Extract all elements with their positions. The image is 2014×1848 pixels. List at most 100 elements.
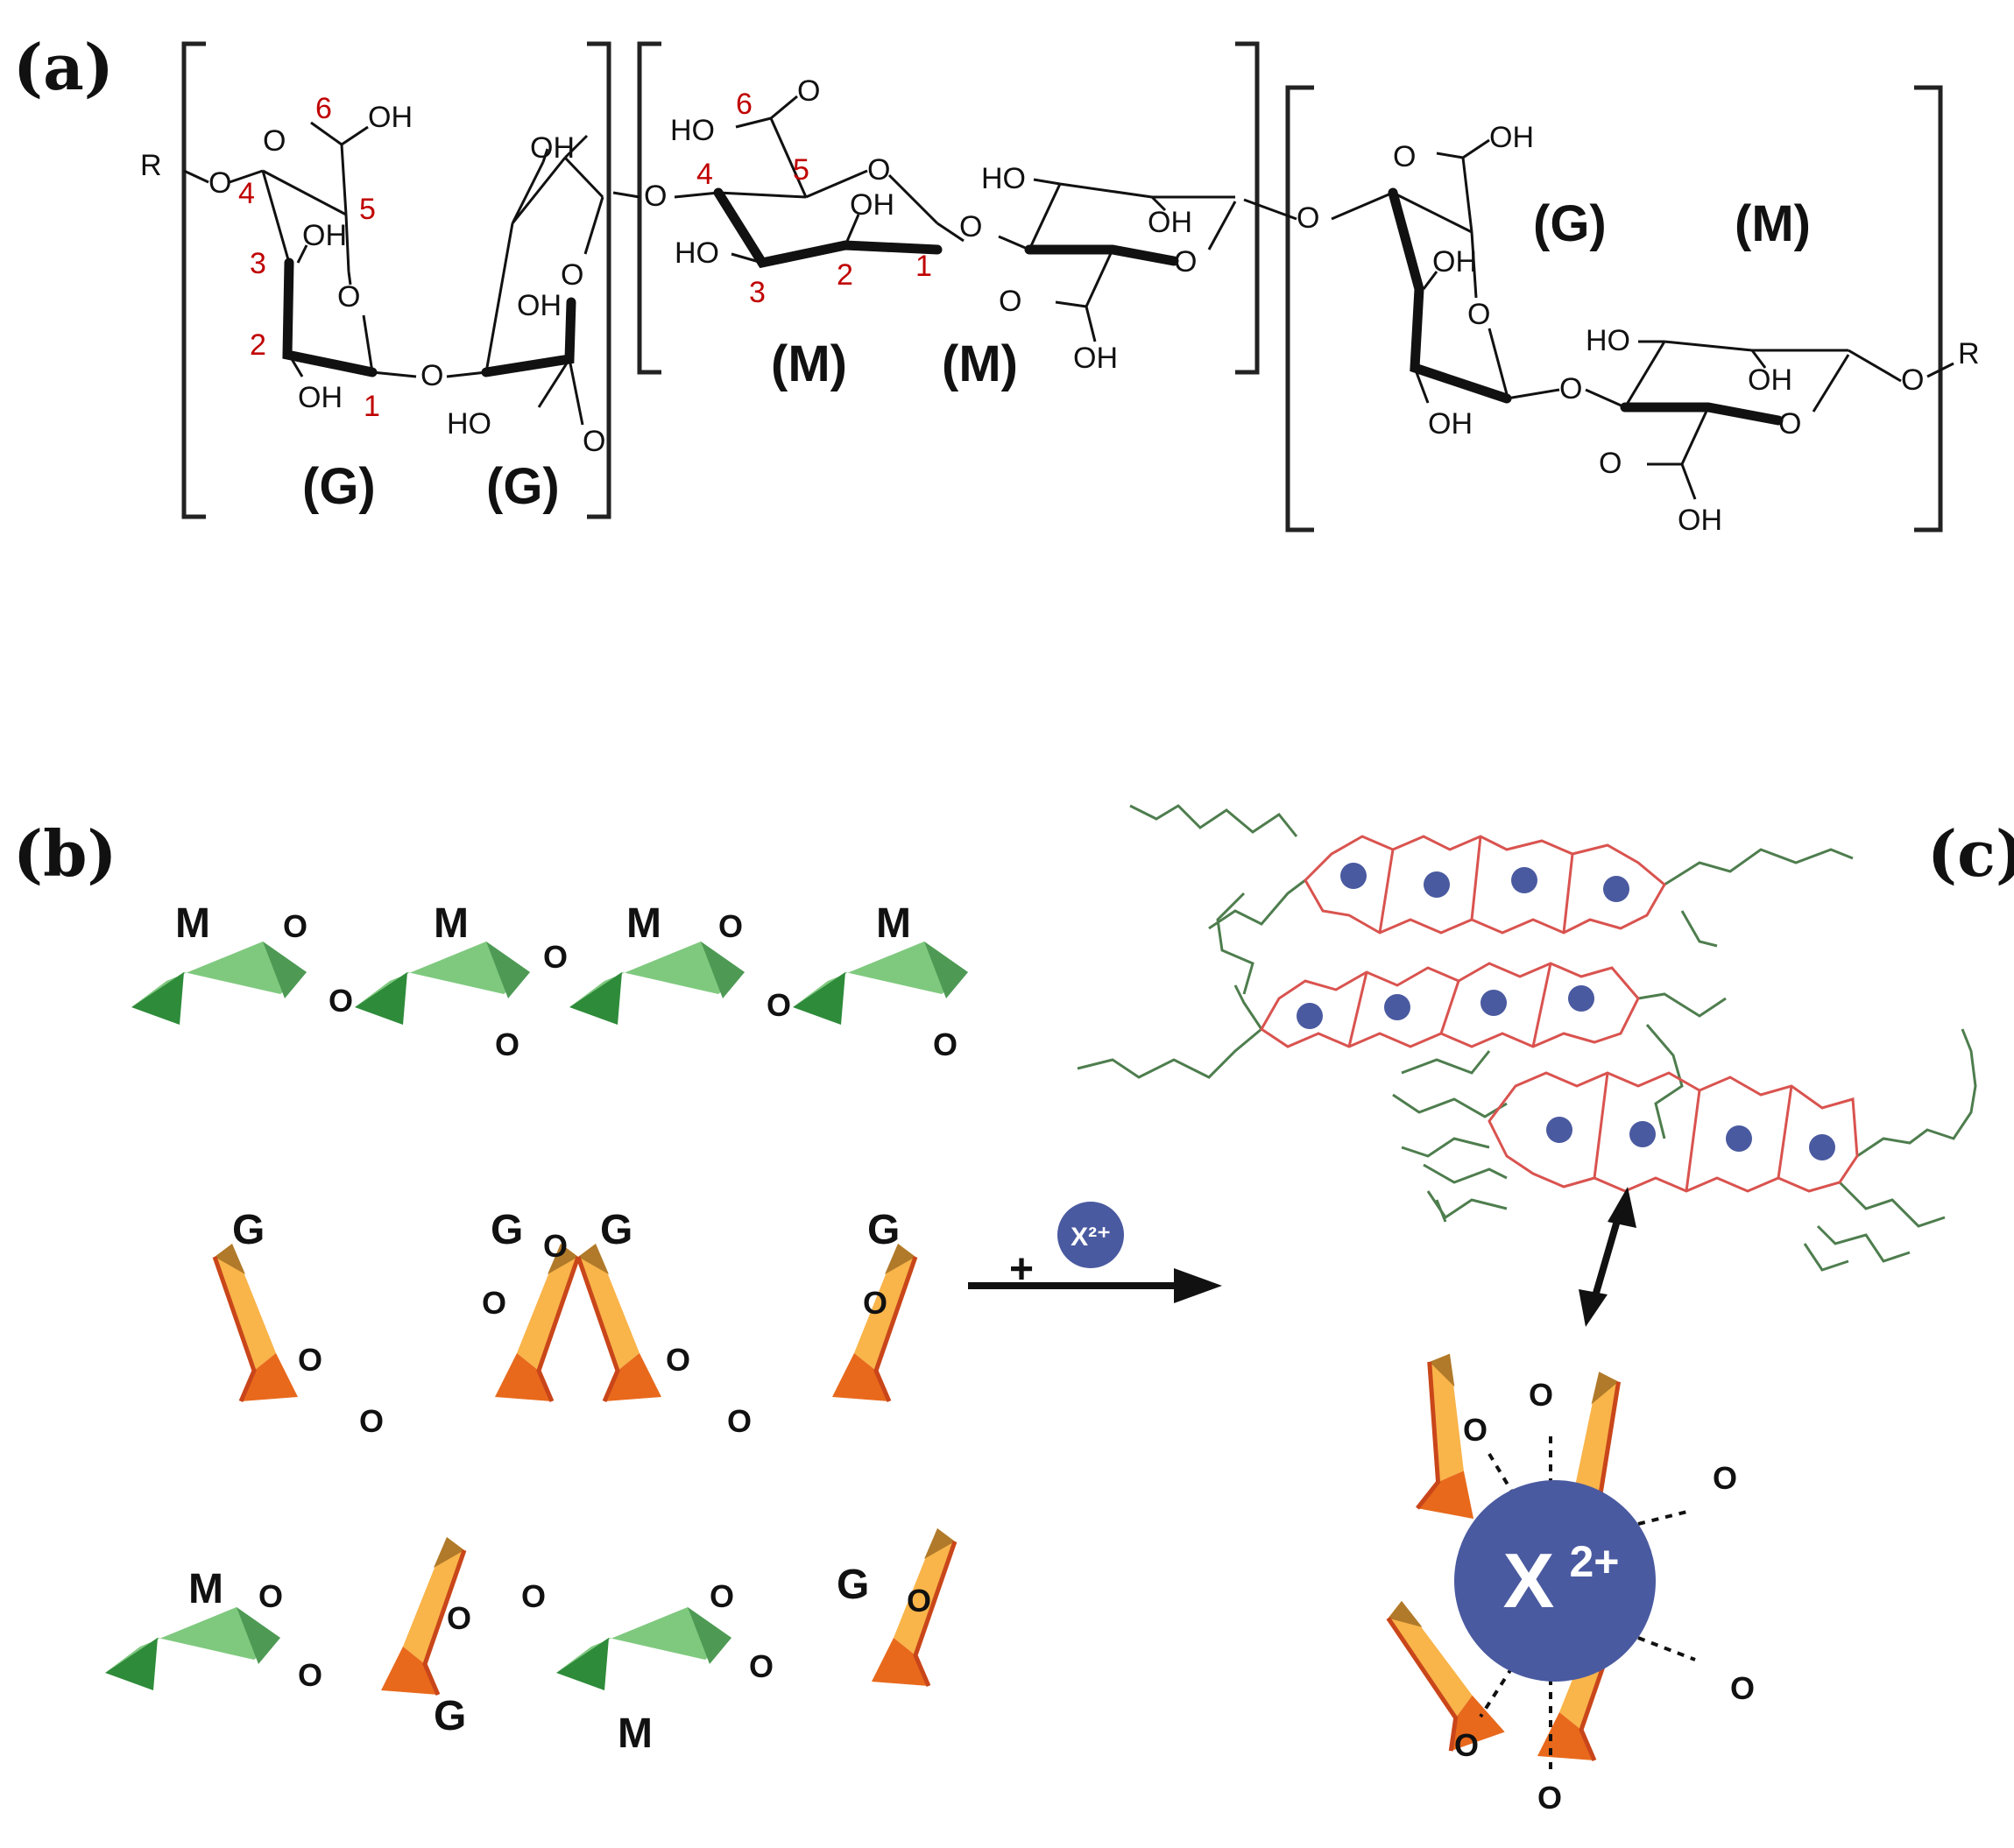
oxygen-label: O	[543, 939, 568, 975]
ion-dot	[1480, 990, 1507, 1016]
oh-label: OH	[1073, 342, 1118, 375]
row2-residue-2: G	[491, 1207, 523, 1253]
oxygen-label: O	[359, 1403, 384, 1439]
bracket-2-right	[1235, 41, 1260, 375]
carbon-number-1: 1	[915, 250, 932, 283]
oxygen-label: O	[329, 983, 353, 1019]
o-label: O	[1778, 407, 1801, 441]
ring-m3: HO OH O O R O OH	[1585, 324, 1980, 537]
ion-symbol-large: X	[1503, 1537, 1555, 1624]
oh-label: OH	[1678, 504, 1722, 537]
oxygen-label: O	[482, 1285, 506, 1321]
row-mgmg: M G M G O O O O O O O	[105, 1528, 955, 1757]
carbon-number-4: 4	[238, 177, 255, 210]
carbon-number-5: 5	[793, 153, 809, 187]
closeup-oxygen-label: O	[1463, 1412, 1488, 1448]
oxygen-label: O	[933, 1026, 958, 1062]
ring-g3: O O OH OH O OH O	[1243, 121, 1582, 441]
oh-label: OH	[298, 381, 343, 414]
ho-label: HO	[981, 162, 1026, 195]
row3-residue-4: G	[837, 1562, 869, 1608]
oxygen-label: O	[298, 1657, 322, 1693]
bracket-1-left	[181, 41, 206, 519]
oh-label: OH	[850, 188, 894, 222]
ion-dot	[1809, 1134, 1835, 1160]
oxygen-label: O	[907, 1583, 931, 1619]
o-label: O	[1174, 245, 1197, 279]
oxygen-label: O	[283, 908, 307, 944]
ion-circle-small	[1057, 1202, 1124, 1268]
egg-box-ions	[1297, 863, 1835, 1160]
row2-residue-1: G	[232, 1207, 265, 1253]
o-label: O	[561, 258, 583, 292]
r-label-right: R	[1958, 337, 1980, 370]
bracket-3-right	[1914, 85, 1943, 533]
o-label: O	[263, 124, 286, 158]
oxygen-label: O	[863, 1285, 887, 1321]
o-label: O	[1467, 298, 1490, 331]
bracket-1-right	[587, 41, 611, 519]
o-label: O	[1559, 372, 1582, 406]
oxygen-label: O	[543, 1228, 568, 1264]
row1-residue-4: M	[876, 900, 911, 947]
ion-dot	[1546, 1117, 1572, 1143]
ion-charge-large: 2+	[1569, 1537, 1619, 1586]
closeup-oxygen-label: O	[1529, 1377, 1553, 1413]
o-label: O	[337, 280, 360, 314]
o-label: O	[583, 425, 605, 458]
oxygen-label: O	[521, 1578, 546, 1614]
bracket-2-left	[637, 41, 661, 375]
ion-dot	[1511, 867, 1537, 893]
oh-label: OH	[1489, 121, 1534, 154]
carbon-number-1: 1	[364, 390, 380, 423]
carbon-number-2: 2	[837, 258, 853, 292]
oh-label: OH	[1428, 407, 1473, 441]
closeup-oxygen-label: O	[1537, 1780, 1562, 1816]
row-gggg: G G G G O O O O O O O	[215, 1207, 915, 1439]
carbon-number-2: 2	[250, 328, 266, 362]
o-label: O	[208, 166, 231, 200]
row1-residue-2: M	[434, 900, 469, 947]
ho-label: HO	[670, 114, 715, 147]
row-mmmm: M M M M O O O O O O O	[131, 900, 968, 1062]
ion-label-small: X²⁺	[1071, 1223, 1111, 1252]
carbon-number-3: 3	[250, 247, 266, 280]
carbon-number-6: 6	[736, 88, 753, 121]
o-label: O	[420, 359, 443, 392]
o-label: O	[959, 210, 982, 243]
residue-label-g1: (G)	[302, 458, 376, 515]
ion-dot	[1603, 876, 1629, 902]
closeup-oxygen-label: O	[1454, 1727, 1479, 1763]
panel-a: (a) R O O OH OH	[13, 30, 1980, 537]
ion-circle-large	[1454, 1480, 1656, 1682]
coord-bond	[1637, 1509, 1692, 1526]
o-label: O	[1393, 140, 1416, 173]
coord-bond	[1637, 1636, 1696, 1661]
ring-m2: HO OH O O OH	[981, 162, 1237, 375]
oxygen-label: O	[749, 1648, 774, 1684]
closeup-oxygen-label: O	[1713, 1460, 1737, 1496]
bracket-3-left	[1285, 85, 1314, 533]
oh-label: OH	[1148, 206, 1192, 239]
row3-residue-3: M	[618, 1710, 653, 1757]
o-label: O	[644, 180, 667, 213]
reaction-arrow: + X²⁺	[968, 1202, 1222, 1303]
panel-b-label: (b)	[13, 816, 117, 891]
ion-dot	[1340, 863, 1367, 889]
ring-g2: OH O OH HO O	[446, 131, 605, 458]
oh-label: OH	[530, 131, 575, 165]
o-label: O	[867, 153, 890, 187]
carbon-number-3: 3	[749, 276, 766, 309]
coord-bond	[1479, 1654, 1522, 1718]
panel-b: (b) M M M M O O O O O O O G G G	[13, 816, 1222, 1757]
residue-label-m1: (M)	[771, 335, 847, 392]
oxygen-label: O	[298, 1342, 322, 1378]
oxygen-label: O	[495, 1026, 519, 1062]
ring-g1: R O O OH OH O OH O 6 5 4 3 2 1	[140, 92, 443, 423]
ho-label: HO	[675, 236, 719, 270]
residue-label-m2: (M)	[942, 335, 1018, 392]
egg-box-network	[1077, 804, 1977, 1272]
row3-residue-1: M	[188, 1566, 223, 1612]
carbon-number-5: 5	[359, 193, 376, 226]
